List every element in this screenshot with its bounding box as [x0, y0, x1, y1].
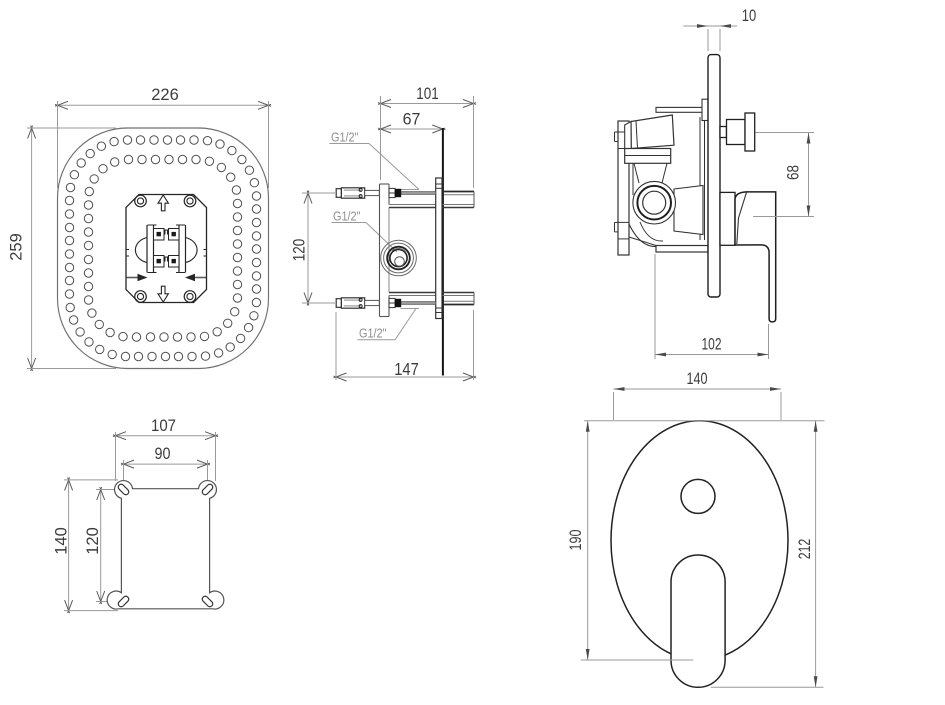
- svg-text:212: 212: [795, 539, 814, 560]
- svg-text:G1/2": G1/2": [333, 209, 361, 224]
- svg-text:120: 120: [84, 527, 102, 555]
- svg-text:67: 67: [403, 111, 421, 129]
- svg-text:10: 10: [742, 6, 757, 25]
- svg-text:226: 226: [151, 86, 179, 104]
- svg-text:68: 68: [784, 165, 803, 180]
- svg-text:190: 190: [566, 530, 585, 551]
- svg-text:140: 140: [687, 369, 708, 388]
- svg-text:147: 147: [394, 359, 419, 379]
- svg-text:101: 101: [416, 85, 439, 103]
- svg-text:90: 90: [155, 445, 171, 463]
- svg-text:107: 107: [151, 417, 176, 435]
- svg-text:140: 140: [53, 527, 71, 555]
- svg-text:G1/2": G1/2": [359, 326, 387, 341]
- svg-text:259: 259: [8, 233, 26, 261]
- svg-text:102: 102: [702, 335, 722, 354]
- svg-text:120: 120: [291, 239, 309, 262]
- svg-text:G1/2": G1/2": [331, 130, 359, 145]
